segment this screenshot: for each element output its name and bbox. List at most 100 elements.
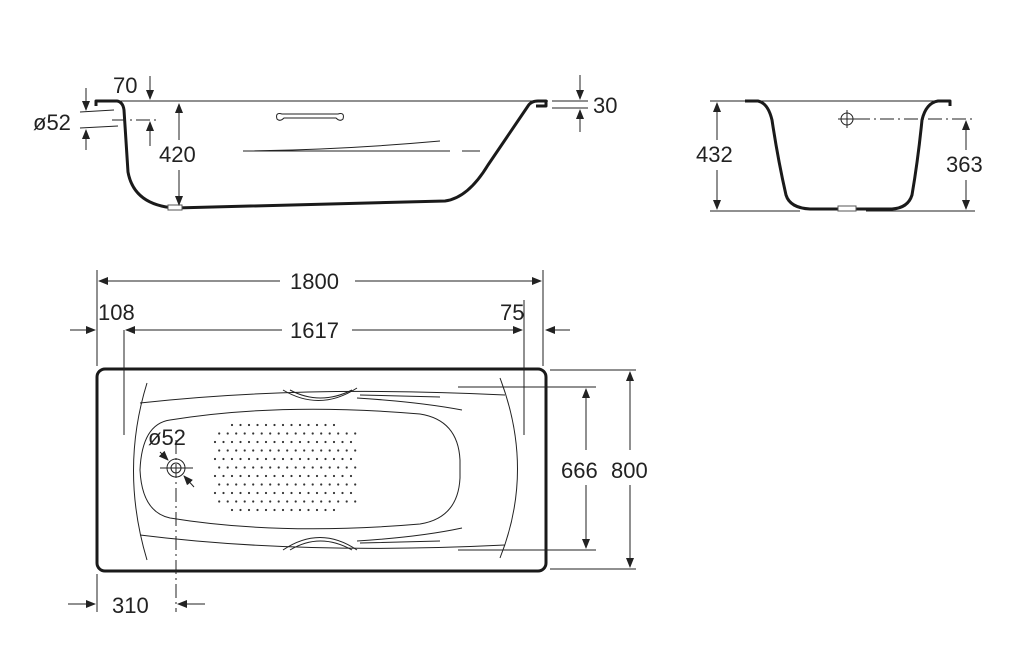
anti-slip-dot [230,474,234,478]
anti-slip-dot [256,508,259,512]
end-profile [745,99,952,211]
anti-slip-dot [320,483,323,486]
end-arc-right [499,377,518,559]
anti-slip-dot [315,474,319,478]
overflow-ext-bottom [79,125,119,129]
anti-slip-dot [218,432,221,435]
anti-slip-dot [235,500,238,503]
rim-edge-lines [139,390,506,549]
anti-slip-dot [269,500,272,503]
anti-slip-dot [345,466,348,469]
inner-contour [242,140,450,152]
anti-slip-dot [286,500,289,503]
anti-slip-dot [273,508,276,512]
anti-slip-dot [337,483,340,486]
anti-slip-dot [269,432,272,435]
anti-slip-dot [230,491,234,495]
rim-accent-lines [356,394,463,544]
anti-slip-dot [307,440,310,444]
anti-slip-dot [341,474,344,478]
anti-slip-dot [337,500,340,503]
anti-slip-dot [341,491,344,495]
dim-800-label: 800 [611,458,648,483]
anti-slip-dot [328,483,331,486]
drain-foot [167,204,183,211]
dim-52-side-label: ø52 [33,110,71,135]
anti-slip-dot [269,449,272,452]
anti-slip-dot [354,432,357,435]
anti-slip-dot [247,457,251,461]
anti-slip-dot [252,500,255,503]
anti-slip-dot [213,457,217,461]
anti-slip-dot [260,449,263,452]
anti-slip-dot [307,423,310,427]
anti-slip-dot [332,457,336,461]
anti-slip-dot [256,474,259,478]
dim-52-plan-label: ø52 [148,425,186,450]
anti-slip-dot [294,466,297,469]
anti-slip-dot [332,474,336,478]
anti-slip-dot [315,457,319,461]
overflow-ext-top [79,109,115,113]
anti-slip-dot [341,457,344,461]
anti-slip-dot [320,500,323,503]
anti-slip-dot [337,466,340,469]
anti-slip-dot [303,500,306,503]
dim-30-label: 30 [593,93,617,118]
anti-slip-dot [243,432,246,435]
anti-slip-dot [281,457,285,461]
anti-slip-dot [277,449,280,452]
end-view: 432 363 [696,99,983,212]
anti-slip-dot [260,466,263,469]
anti-slip-dot [324,457,327,461]
anti-slip-dot [264,457,268,461]
anti-slip-dot [320,432,323,435]
dim-310-label: 310 [112,593,149,618]
anti-slip-dot [256,423,259,427]
anti-slip-dot [324,508,327,512]
anti-slip-dot [264,491,268,495]
end-arc-left [133,382,148,561]
dim-363-label: 363 [946,152,983,177]
anti-slip-dot [247,508,251,512]
anti-slip-dot [239,423,242,427]
anti-slip-dot [243,449,246,452]
anti-slip-dot [243,483,246,486]
anti-slip-dot [239,457,242,461]
anti-slip-dot [337,432,340,435]
inner-basin [139,408,461,530]
anti-slip-dot [349,491,353,495]
handle-side [276,113,344,121]
anti-slip-dot [252,432,255,435]
anti-slip-dot [332,423,336,427]
anti-slip-dot [235,466,238,469]
anti-slip-dot [298,457,302,461]
dim-70-label: 70 [113,73,137,98]
anti-slip-dot [256,491,259,495]
dim-420-label: 420 [159,142,196,167]
anti-slip-dot [269,483,272,486]
anti-slip-dot [230,440,234,444]
anti-slip-dot [349,457,353,461]
dim-432-label: 432 [696,142,733,167]
anti-slip-dot [213,440,217,444]
anti-slip-dot [230,508,234,512]
anti-slip-dot [345,449,348,452]
anti-slip-dot [256,440,259,444]
dim-75-label: 75 [500,300,524,325]
end-drain [837,205,857,212]
anti-slip-dot [226,432,229,435]
anti-slip-dot [324,423,327,427]
anti-slip-dot [226,500,229,503]
anti-slip-dot [222,440,225,444]
anti-slip-dot [230,423,234,427]
anti-slip-dot [277,432,280,435]
anti-slip-dot [345,500,348,503]
anti-slip-dot [281,474,285,478]
anti-slip-dot [307,474,310,478]
anti-slip-dot [307,491,310,495]
dim-52-plan-arrow-1 [158,450,169,461]
anti-slip-dot [354,449,357,452]
anti-slip-dot [230,457,234,461]
